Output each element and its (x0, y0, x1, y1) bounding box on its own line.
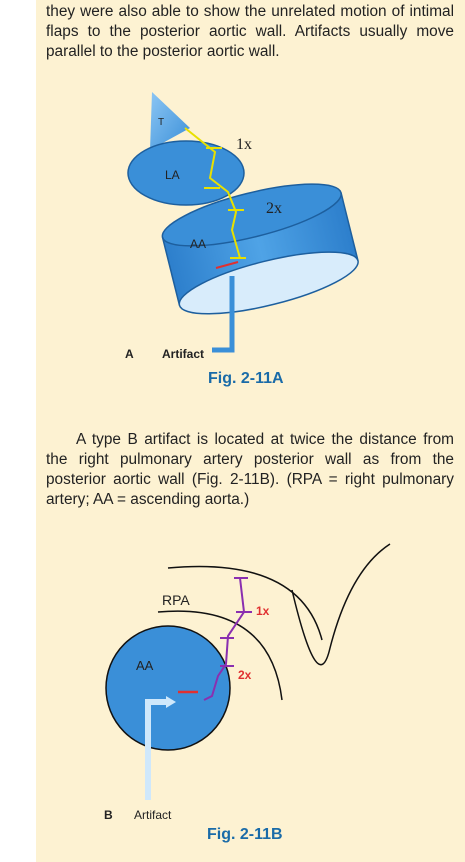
la-label: LA (165, 168, 180, 182)
aa-cylinder (161, 183, 359, 315)
artifact-mark-a (215, 261, 239, 269)
artifact-label-b: Artifact (134, 808, 172, 822)
distance-1x-a: 1x (236, 136, 252, 153)
aa-label-b: AA (136, 658, 154, 673)
distance-2x-b: 2x (238, 668, 252, 682)
caption-fig-a: Fig. 2-11A (208, 370, 284, 387)
la-chamber (127, 140, 245, 206)
paragraph-middle: A type B artifact is located at twice th… (46, 431, 454, 508)
panel-label-b: B (104, 808, 113, 822)
artifact-label-a: Artifact (162, 347, 205, 361)
paragraph-top: they were also able to show the unrelate… (46, 3, 454, 60)
panel-label-a: A (125, 347, 134, 361)
transducer-shape (150, 92, 190, 150)
transducer-label: T (158, 117, 165, 128)
figure-a-diagram (127, 92, 359, 353)
distance-2x-a: 2x (266, 200, 282, 217)
rpa-label: RPA (162, 592, 190, 608)
distance-1x-b: 1x (256, 604, 270, 618)
measure-line-a (184, 127, 241, 259)
caption-fig-b: Fig. 2-11B (207, 826, 283, 843)
aa-label-a: AA (190, 237, 207, 251)
artifact-pointer-a (212, 276, 235, 353)
